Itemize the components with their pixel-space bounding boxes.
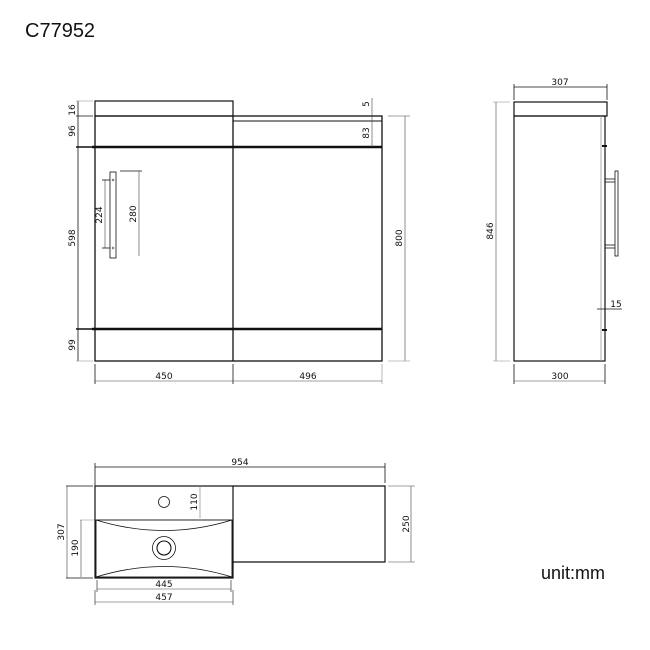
dim-basin-width: 457 xyxy=(155,593,172,603)
dim-countertop: 16 xyxy=(68,104,78,116)
cabinet-body xyxy=(94,115,383,362)
top-view xyxy=(66,463,415,605)
dim-top-drawer: 96 xyxy=(68,125,78,137)
unit-label: unit:mm xyxy=(541,563,606,583)
dim-total-height: 800 xyxy=(395,229,405,246)
side-top-slab xyxy=(513,101,608,117)
dim-side-total-height: 846 xyxy=(486,222,496,239)
waste-outlet-inner xyxy=(156,540,172,556)
front-view-labels: 16 96 598 99 224 280 5 83 800 450 496 xyxy=(68,101,405,382)
basin-outline xyxy=(94,485,234,579)
side-view-labels: 307 846 15 300 xyxy=(486,78,622,382)
door-handle xyxy=(109,171,117,259)
dim-right-width: 496 xyxy=(299,372,316,382)
side-view xyxy=(493,84,622,384)
tap-hole xyxy=(158,496,170,508)
dim-plinth: 99 xyxy=(68,339,78,351)
side-handle xyxy=(614,170,619,257)
basin-bowl xyxy=(95,519,233,578)
front-view xyxy=(76,98,410,384)
dim-right-top-gap: 5 xyxy=(362,101,372,107)
basin-top-slab xyxy=(94,100,234,117)
dim-handle-centres: 224 xyxy=(95,206,105,223)
right-cabinet-top xyxy=(233,485,386,563)
waste-outlet-outer xyxy=(152,536,176,560)
product-code: C77952 xyxy=(25,20,96,42)
top-view-labels: 954 307 190 110 250 445 457 xyxy=(57,458,412,603)
dim-door-height: 598 xyxy=(68,229,78,246)
dim-top-depth: 307 xyxy=(551,78,568,88)
dim-bowl-depth: 190 xyxy=(71,539,81,556)
dim-door-offset: 15 xyxy=(610,300,621,310)
dim-left-width: 450 xyxy=(155,372,172,382)
dim-taphole-offset: 110 xyxy=(190,493,200,510)
side-body xyxy=(513,115,606,362)
dim-body-depth: 300 xyxy=(551,372,568,382)
dim-right-top-panel: 83 xyxy=(362,127,372,138)
dim-basin-depth: 307 xyxy=(57,523,67,540)
dim-handle-length: 280 xyxy=(129,205,139,222)
dim-total-width: 954 xyxy=(231,458,248,468)
dim-bowl-width: 445 xyxy=(155,580,172,590)
dim-right-depth: 250 xyxy=(402,515,412,532)
